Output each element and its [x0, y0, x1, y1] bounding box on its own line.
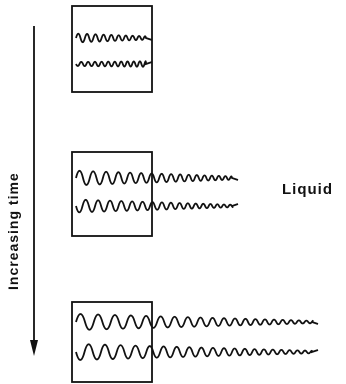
polymer-chain — [75, 169, 239, 186]
time-axis-label: Increasing time — [5, 172, 21, 290]
time-arrow-head — [30, 340, 38, 356]
stage-early — [71, 5, 153, 93]
time-arrow — [30, 26, 38, 356]
stage-late-box — [71, 301, 153, 383]
polymer-chain — [75, 60, 153, 68]
stage-intermediate-box — [71, 151, 153, 237]
polymer-chain — [75, 32, 153, 44]
polymer-chain — [75, 343, 319, 361]
stage-intermediate — [71, 151, 239, 237]
polymer-chain — [75, 313, 319, 331]
stage-late — [71, 301, 319, 383]
liquid-label: Liquid — [282, 181, 333, 198]
stage-early-box — [71, 5, 153, 93]
polymer-chain — [75, 198, 239, 214]
